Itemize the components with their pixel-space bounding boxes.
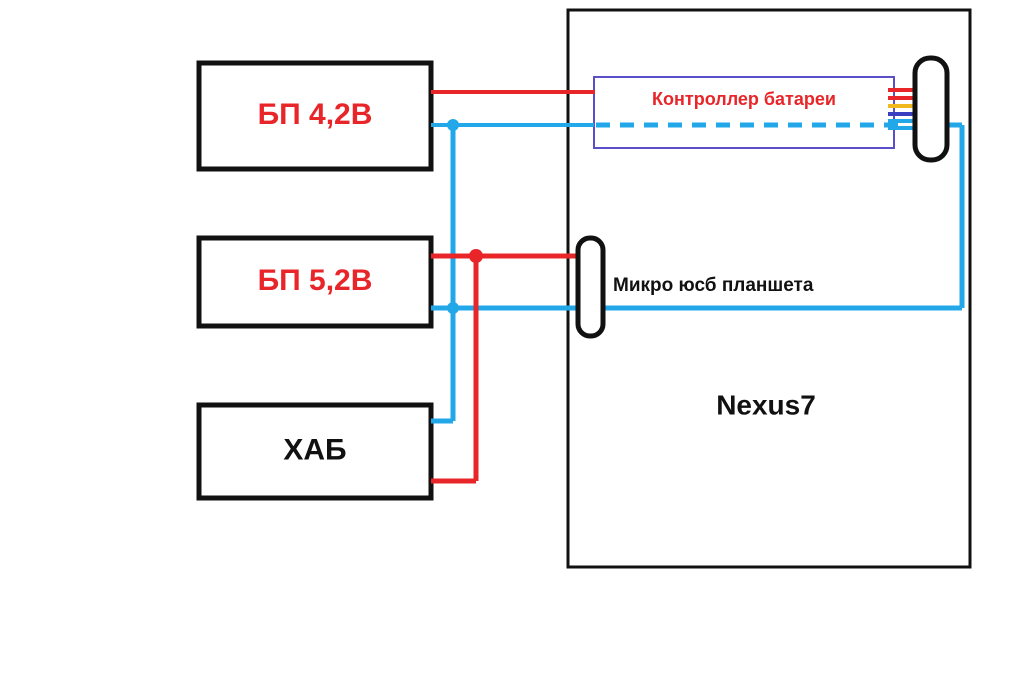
label-psu-52: БП 5,2В [258, 264, 373, 297]
box-psu-42 [196, 60, 434, 172]
connectors-layer [575, 55, 950, 339]
labels-layer: БП 4,2В БП 5,2В ХАБ Nexus7 Контроллер батаре… [258, 89, 836, 467]
box-psu-52 [196, 235, 434, 329]
junction-negative-top [447, 119, 459, 131]
boxes-layer [196, 8, 972, 569]
label-battery-controller: Контроллер батареи [652, 89, 836, 109]
junction-negative-bottom [447, 302, 459, 314]
micro-usb-label: Микро юсб планшета [613, 275, 814, 296]
label-nexus7: Nexus7 [716, 389, 816, 420]
junction-positive [469, 249, 483, 263]
battery-connector-pill [912, 55, 950, 163]
micro-usb-connector-pill [575, 235, 606, 339]
box-hub [196, 402, 434, 501]
label-psu-42: БП 4,2В [258, 98, 373, 131]
label-hub: ХАБ [283, 433, 346, 466]
junctions-layer [447, 119, 483, 314]
box-battery-controller [593, 76, 895, 149]
